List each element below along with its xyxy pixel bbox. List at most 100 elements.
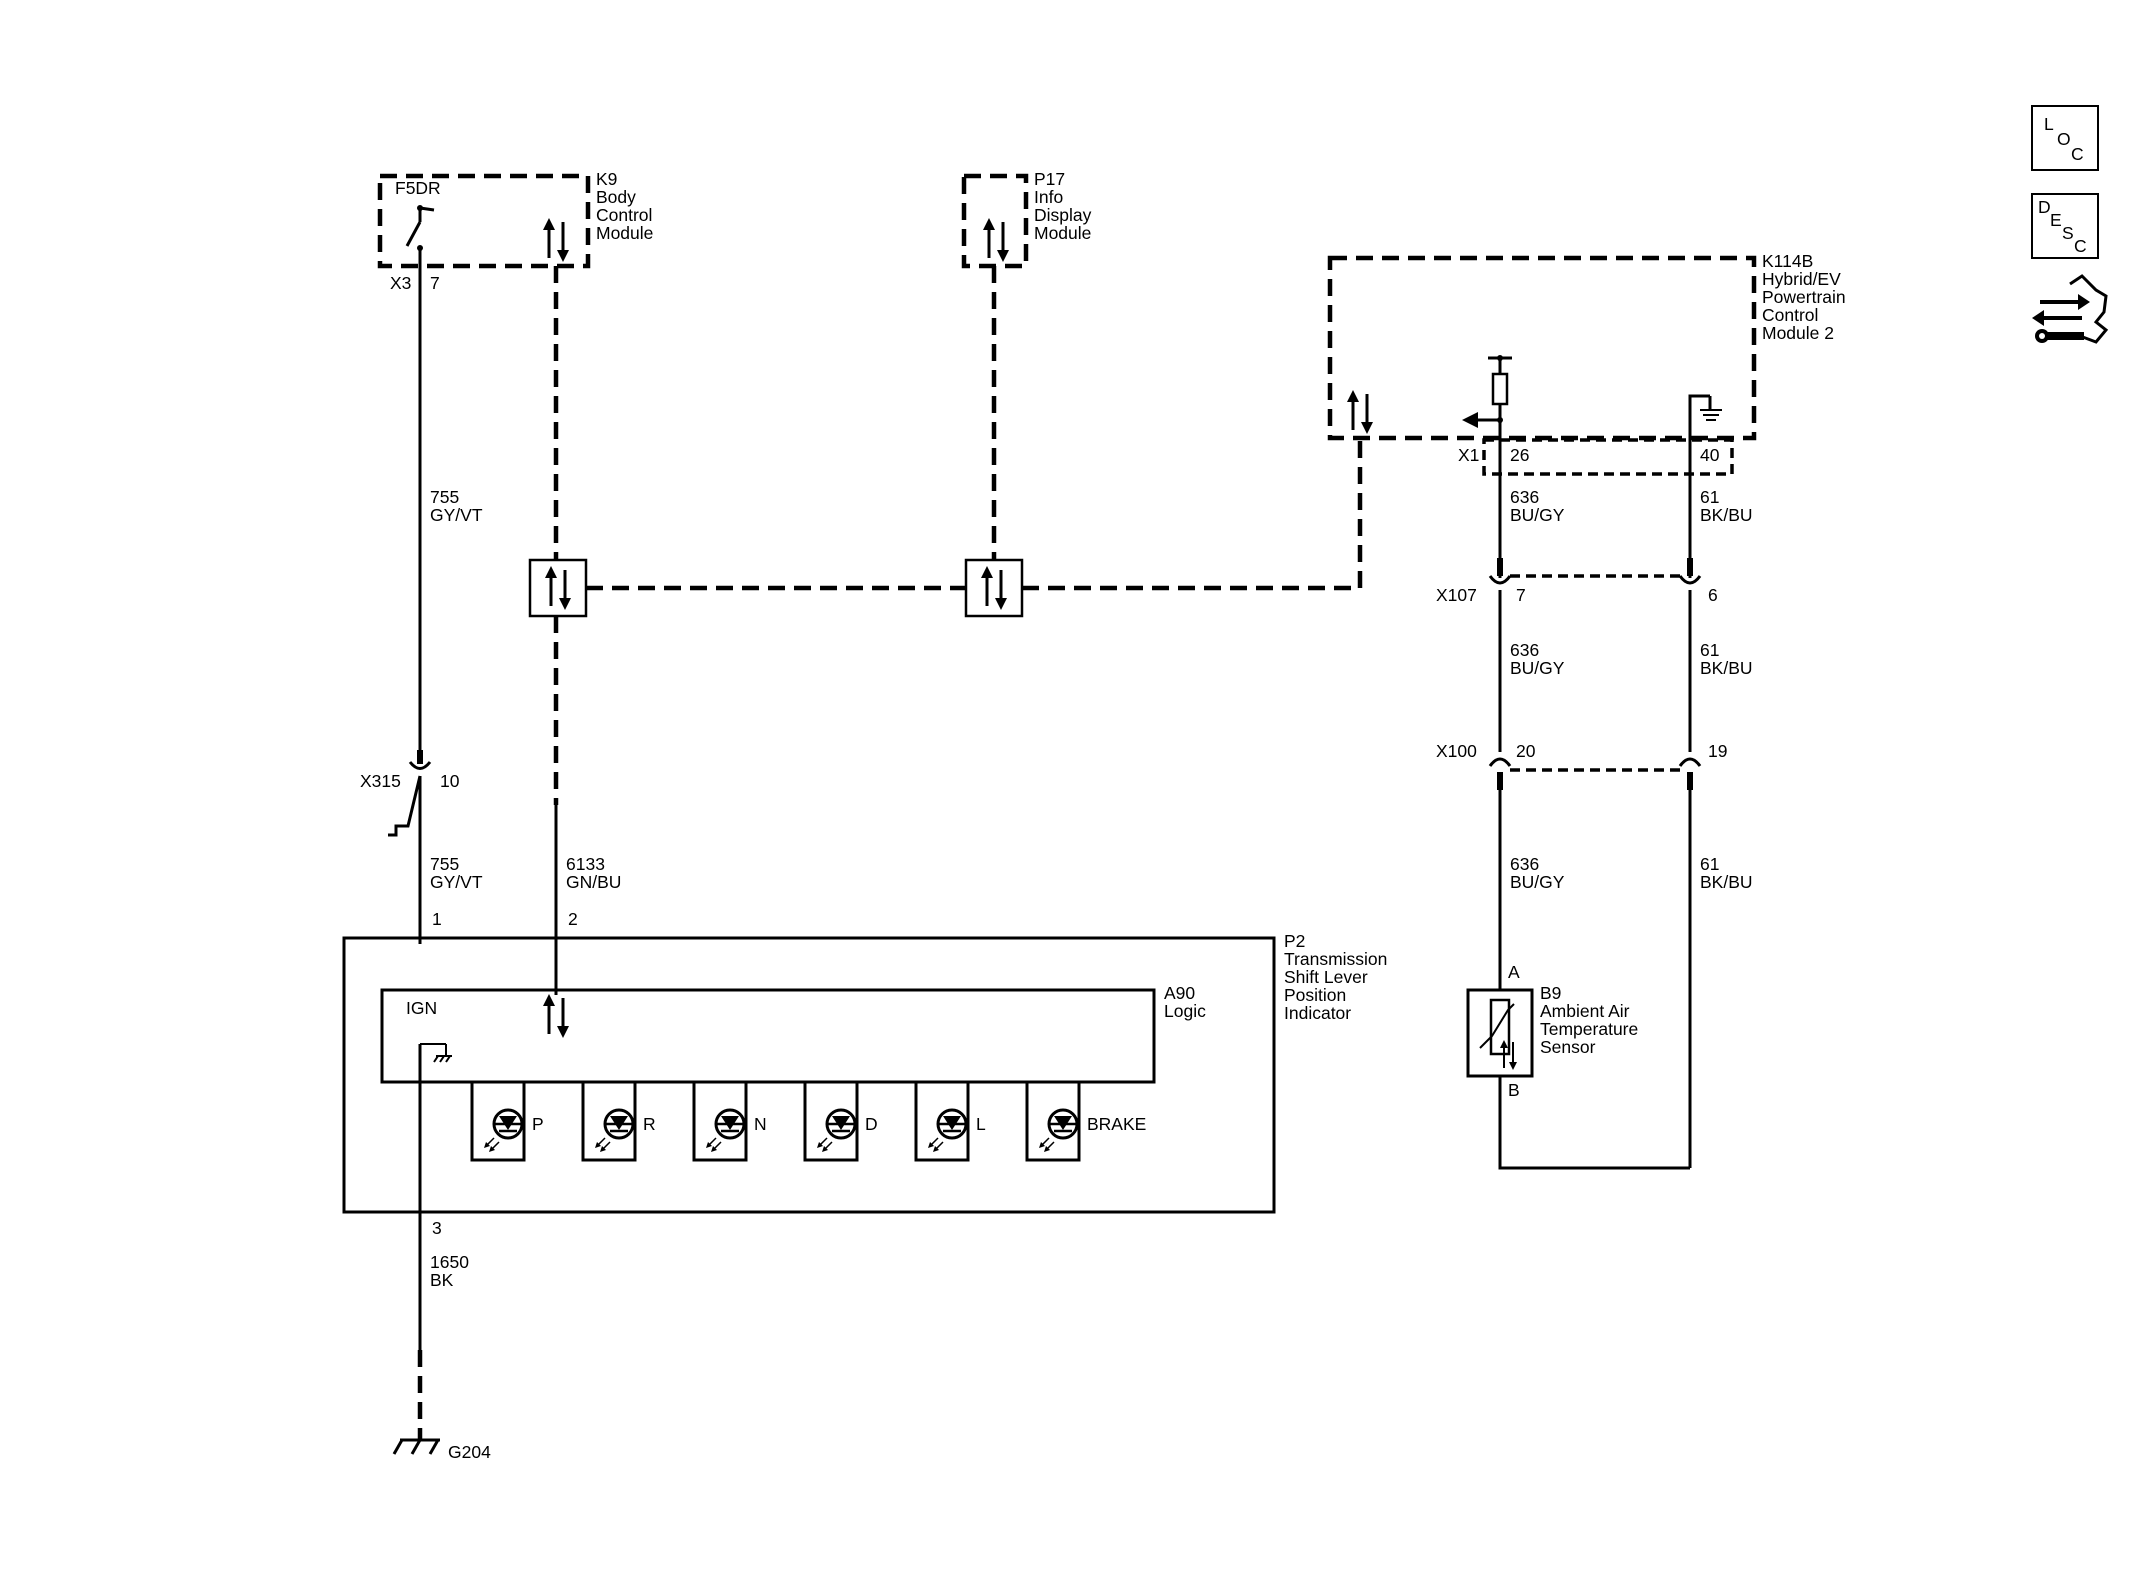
wire-61-circuit-3: 61 [1700,854,1719,874]
x107-pin-a: 7 [1516,585,1526,605]
p2-pin-2: 2 [568,909,578,929]
bcm-module: K9 Body Control Module F5DR X3 7 [377,169,653,293]
led-label: L [976,1114,986,1134]
loc-letter-o: O [2057,129,2071,149]
x315-connector: X315 10 [360,750,460,944]
wire-61-circuit-2: 61 [1700,640,1719,660]
p2-label-1: Transmission [1284,949,1387,969]
b9-pin-b: B [1508,1080,1520,1100]
led-indicator-n: N [692,1082,767,1162]
wire-755-color-upper: GY/VT [430,505,483,525]
internal-ground-icon [1688,394,1722,440]
pcm-connector: X1 [1458,445,1479,465]
description-button[interactable]: D E S C [2031,193,2099,259]
bcm-id: K9 [596,169,617,189]
led-indicator-l: L [914,1082,986,1162]
pcm-pin-b: 40 [1700,445,1720,465]
led-label: BRAKE [1087,1114,1146,1134]
x107-connector: X107 7 6 [1436,558,1718,605]
led-label: D [865,1114,878,1134]
b9-label-2: Temperature [1540,1019,1638,1039]
bcm-outline [377,173,591,269]
led-label: R [643,1114,656,1134]
bcm-connector: X3 [390,273,411,293]
fuse-switch-icon [405,205,435,251]
x107-label: X107 [1436,585,1477,605]
wire-61-color-2: BK/BU [1700,658,1753,678]
wire-61-color-3: BK/BU [1700,872,1753,892]
ambient-air-temp-sensor: A B B9 Ambient Air Temperature Sensor [1466,962,1638,1100]
wire-61-color-1: BK/BU [1700,505,1753,525]
x1-connector-outline [1482,438,1734,476]
a90-label: Logic [1164,1001,1206,1021]
logic-ground-icon [420,1043,452,1063]
desc-letter-e: E [2050,210,2062,230]
info-outline [961,173,1029,269]
p2-label-4: Indicator [1284,1003,1351,1023]
chassis-ground-icon: G204 [392,1438,491,1462]
p2-id: P2 [1284,931,1305,951]
led-indicator-brake: BRAKE [1025,1082,1146,1162]
led-icon [704,1108,746,1154]
b9-label-3: Sensor [1540,1037,1596,1057]
b9-pin-a: A [1508,962,1520,982]
a90-id: A90 [1164,983,1195,1003]
pcm-id: K114B [1762,251,1813,271]
location-button[interactable]: L O C [2031,105,2099,171]
wire-755-circuit-lower: 755 [430,854,459,874]
splice-pack-info [964,558,1024,618]
bcm-label-2: Control [596,205,652,225]
p2-label-3: Position [1284,985,1346,1005]
led-icon [815,1108,857,1154]
x315-label: X315 [360,771,401,791]
fuse-label: F5DR [395,178,441,198]
desc-letter-s: S [2062,223,2074,243]
wire-6133-circuit: 6133 [566,854,605,874]
x107-pin-b: 6 [1708,585,1718,605]
pcm-outline [1327,255,1757,441]
pcm-pin-a: 26 [1510,445,1529,465]
bcm-label-3: Module [596,223,653,243]
pcm-serial-data-icon [1345,388,1375,436]
x100-connector: X100 20 19 [1436,741,1727,790]
shift-lever-indicator: P2 Transmission Shift Lever Position Ind… [342,909,1387,1238]
ground-label: G204 [448,1442,491,1462]
wire-636-circuit-1: 636 [1510,487,1539,507]
led-row: P R N D L BRAKE [470,1082,1146,1162]
pcm-label-3: Control [1762,305,1818,325]
sensor-return-wire [1498,1076,1690,1170]
p2-pin-3: 3 [432,1218,442,1238]
bcm-label-1: Body [596,187,636,207]
led-label: N [754,1114,767,1134]
diagnostic-wrench-icon[interactable] [2032,274,2109,344]
x315-pin: 10 [440,771,460,791]
wire-1650-circuit: 1650 [430,1252,469,1272]
led-icon [1037,1108,1079,1154]
pcm-label-4: Module 2 [1762,323,1834,343]
pull-up-resistor-icon [1462,355,1512,428]
p2-outline [342,936,1276,1214]
wire-61-circuit-1: 61 [1700,487,1719,507]
led-icon [593,1108,635,1154]
x100-pin-a: 20 [1516,741,1536,761]
loc-letter-c: C [2071,144,2084,164]
wire-636-circuit-3: 636 [1510,854,1539,874]
led-indicator-r: R [581,1082,656,1162]
pcm-label-1: Hybrid/EV [1762,269,1841,289]
desc-letter-d: D [2038,197,2051,217]
wire-755-color-lower: GY/VT [430,872,483,892]
splice-pack-bcm [528,558,588,618]
wire-1650-color: BK [430,1270,454,1290]
a90-logic-box [380,988,1156,1084]
bcm-pin: 7 [430,273,440,293]
led-indicator-p: P [470,1082,544,1162]
b9-id: B9 [1540,983,1561,1003]
x100-label: X100 [1436,741,1477,761]
wire-755-circuit-upper: 755 [430,487,459,507]
led-icon [482,1108,524,1154]
led-indicator-d: D [803,1082,878,1162]
wire-6133-color: GN/BU [566,872,621,892]
info-id: P17 [1034,169,1065,189]
logic-serial-data-icon [541,992,571,1040]
info-label-1: Info [1034,187,1063,207]
